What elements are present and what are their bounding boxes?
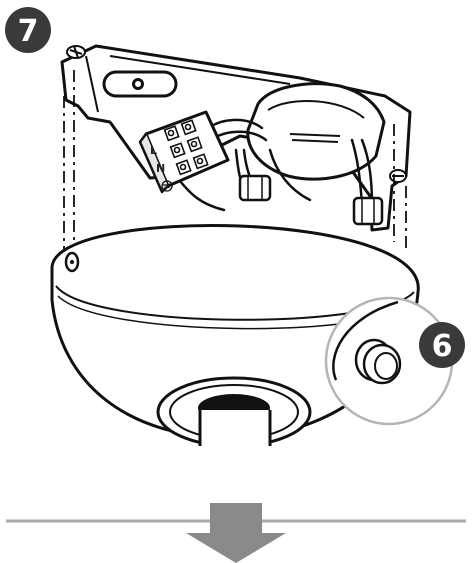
downrod (198, 410, 274, 472)
terminal-block: L N (138, 110, 230, 194)
terminal-screws (163, 119, 209, 176)
detail-callout (324, 296, 454, 426)
step-badge-7: 7 (5, 7, 51, 53)
lock-screw-icon (354, 338, 402, 385)
wire-connector-right (352, 196, 384, 226)
terminal-label-l: L (150, 144, 157, 157)
mounting-screw-left-icon (66, 45, 86, 59)
step-number-7: 7 (18, 14, 39, 49)
wire-hub (246, 82, 386, 181)
ground-icon (161, 180, 173, 192)
step-badge-6: 6 (419, 322, 465, 368)
mounting-screw-right-icon (389, 169, 407, 183)
terminal-label-n: N (156, 162, 165, 175)
wire-connector-left (238, 174, 272, 202)
next-step-arrow-icon (186, 503, 286, 563)
step-number-6: 6 (432, 329, 453, 364)
alignment-guides (63, 70, 407, 252)
